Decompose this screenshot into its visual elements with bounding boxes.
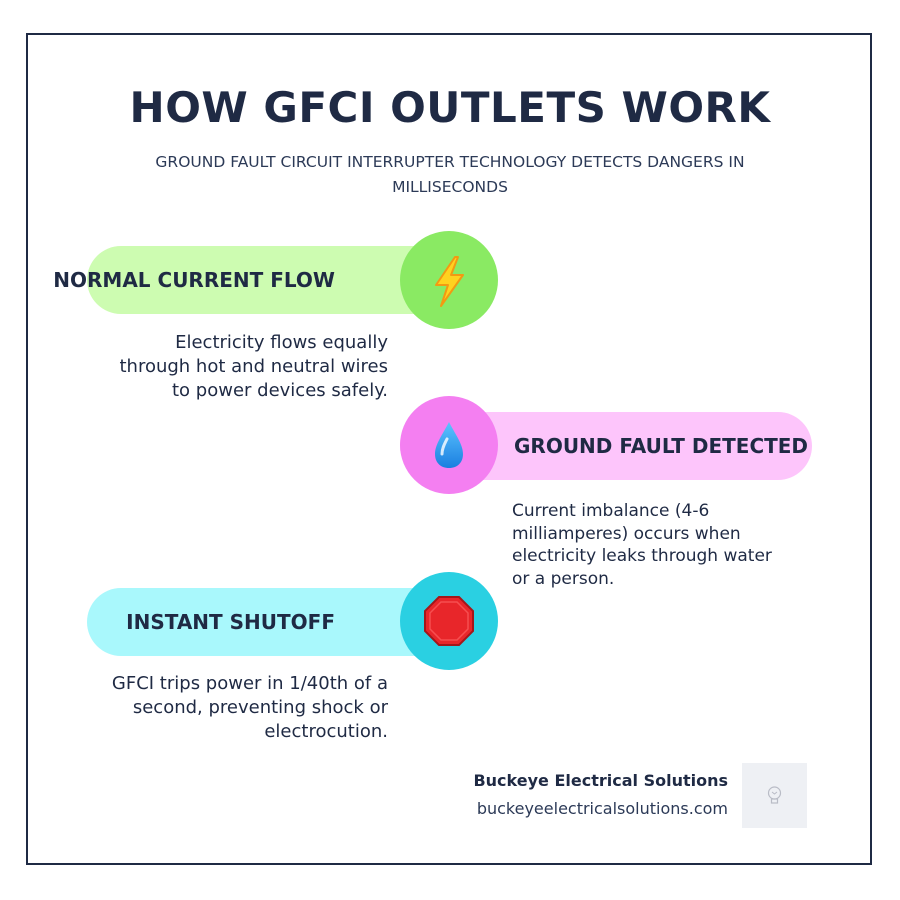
step-normal-current-circle	[400, 231, 498, 329]
infographic-frame	[26, 33, 872, 865]
page-title: HOW GFCI OUTLETS WORK	[129, 83, 771, 132]
step-ground-fault-description: Current imbalance (4-6 milliamperes) occ…	[512, 501, 772, 589]
step-instant-shutoff-pill: INSTANT SHUTOFF	[87, 588, 447, 656]
page-subtitle: GROUND FAULT CIRCUIT INTERRUPTER TECHNOL…	[155, 153, 745, 196]
step-ground-fault-circle	[400, 396, 498, 494]
company-name: Buckeye Electrical Solutions	[473, 771, 728, 790]
step-instant-shutoff-description: GFCI trips power in 1/40th of a second, …	[111, 673, 388, 742]
step-normal-current-description: Electricity flows equally through hot an…	[119, 332, 388, 401]
stop-sign-icon	[424, 596, 474, 646]
step-normal-current-pill: NORMAL CURRENT FLOW	[53, 246, 447, 314]
lightning-bolt-icon	[435, 256, 464, 307]
company-logo	[742, 763, 807, 828]
step-normal-current-label: NORMAL CURRENT FLOW	[53, 268, 335, 292]
step-instant-shutoff-circle	[400, 572, 498, 670]
company-website[interactable]: buckeyeelectricalsolutions.com	[476, 799, 728, 818]
water-droplet-icon	[435, 422, 463, 468]
lightbulb-logo-icon	[767, 786, 782, 804]
step-instant-shutoff-label: INSTANT SHUTOFF	[126, 610, 335, 634]
step-ground-fault-label: GROUND FAULT DETECTED	[514, 434, 809, 458]
